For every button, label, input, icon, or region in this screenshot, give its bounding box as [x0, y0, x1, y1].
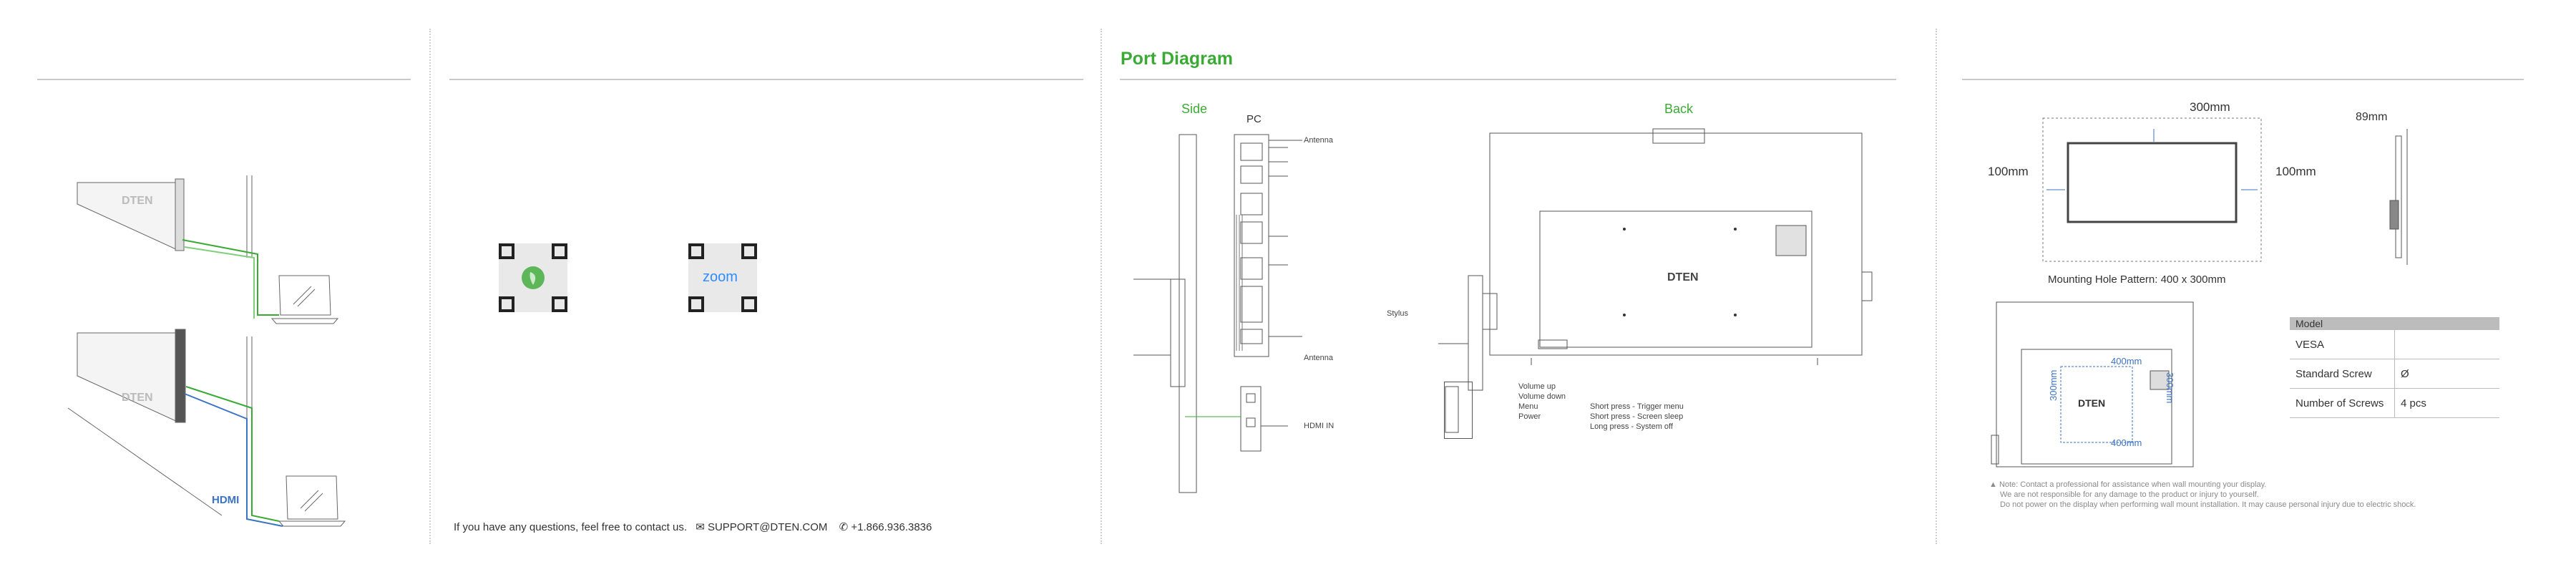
panel1-rule: [37, 79, 411, 80]
contact-prompt: If you have any questions, feel free to …: [454, 521, 688, 533]
mount-depth: 89mm: [2356, 111, 2388, 123]
support-email-link[interactable]: SUPPORT@DTEN.COM: [707, 521, 828, 533]
contact-line: If you have any questions, feel free to …: [454, 520, 932, 533]
zoom-logo: zoom: [703, 269, 738, 285]
svg-text:DTEN: DTEN: [122, 392, 153, 404]
back-label: Back: [1664, 102, 1694, 116]
side-view-illustration: [1133, 134, 1302, 493]
button-label-menu: Menu: [1518, 402, 1538, 411]
power-action-1: Short press - Trigger menu: [1590, 402, 1684, 411]
svg-text:DTEN: DTEN: [122, 195, 153, 207]
table-header-row: Model: [2290, 317, 2499, 330]
antenna-top-label: Antenna: [1304, 136, 1333, 145]
hole-height-right: 300mm: [2165, 372, 2175, 404]
table-cell-label: Number of Screws: [2290, 388, 2395, 418]
side-label: Side: [1181, 102, 1208, 116]
hdmi-label: HDMI: [212, 494, 240, 506]
mount-back-brand-logo: DTEN: [2078, 397, 2105, 409]
table-cell-value: [2394, 330, 2499, 359]
button-panel: [1444, 382, 1473, 439]
mount-left-margin: 100mm: [1988, 165, 2029, 178]
pc-label: PC: [1246, 113, 1262, 125]
back-brand-logo: DTEN: [1667, 271, 1699, 284]
phone-icon: ✆: [839, 521, 849, 533]
mounting-caption: Mounting Hole Pattern: 400 x 300mm: [2048, 273, 2226, 286]
button-label-volume-up: Volume up: [1518, 382, 1556, 391]
hdmi-in-label: HDMI IN: [1304, 422, 1335, 430]
mounting-back-illustration: DTEN: [1991, 301, 2194, 467]
panel4-rule: [1962, 79, 2524, 80]
table-cell-value: Ø: [2394, 359, 2499, 389]
connection-illustration: DTEN DTEN: [67, 175, 346, 527]
stylus-label: Stylus: [1387, 309, 1408, 318]
button-label-power: Power: [1518, 412, 1541, 421]
table-cell-label: VESA: [2290, 330, 2395, 359]
hole-height-left: 300mm: [2048, 369, 2059, 401]
power-action-3: Long press - System off: [1590, 422, 1673, 431]
mail-icon: ✉: [696, 521, 705, 533]
support-phone[interactable]: +1.866.936.3836: [851, 521, 932, 533]
port-diagram-title: Port Diagram: [1121, 49, 1233, 69]
note-line-3: Do not power on the display when perform…: [2000, 500, 2416, 509]
panel3-rule: [1120, 79, 1896, 80]
table-row: Number of Screws 4 pcs: [2290, 388, 2499, 418]
mount-right-margin: 100mm: [2275, 165, 2316, 178]
zoom-qr-code: zoom: [688, 243, 757, 312]
fold-line-1: [429, 29, 431, 544]
button-label-volume-down: Volume down: [1518, 392, 1566, 401]
mounting-side-illustration: [2389, 129, 2408, 265]
table-row: VESA: [2290, 330, 2499, 359]
power-action-2: Short press - Screen sleep: [1590, 412, 1684, 421]
mounting-front-illustration: [2042, 117, 2262, 262]
table-cell-label: Standard Screw: [2290, 359, 2395, 389]
hole-width-top: 400mm: [2111, 356, 2142, 367]
hole-width-bottom: 400mm: [2111, 437, 2142, 448]
note-line-1: ▲ Note: Contact a professional for assis…: [1989, 480, 2267, 489]
note-line-2: We are not responsible for any damage to…: [2000, 490, 2259, 499]
fold-line-2: [1101, 29, 1102, 544]
vesa-spec-table: Model VESA Standard Screw Ø Number of Sc…: [2290, 317, 2499, 418]
app-qr-code: [499, 243, 567, 312]
table-cell-value: 4 pcs: [2394, 388, 2499, 418]
fold-line-3: [1936, 29, 1937, 544]
table-header-model: Model: [2290, 317, 2499, 330]
antenna-bottom-label: Antenna: [1304, 354, 1333, 362]
panel2-rule: [449, 79, 1083, 80]
back-view-illustration: DTEN: [1438, 128, 1873, 433]
table-row: Standard Screw Ø: [2290, 359, 2499, 389]
mount-width-dim: 300mm: [2190, 100, 2230, 114]
mounting-notes: ▲ Note: Contact a professional for assis…: [1989, 480, 2533, 510]
